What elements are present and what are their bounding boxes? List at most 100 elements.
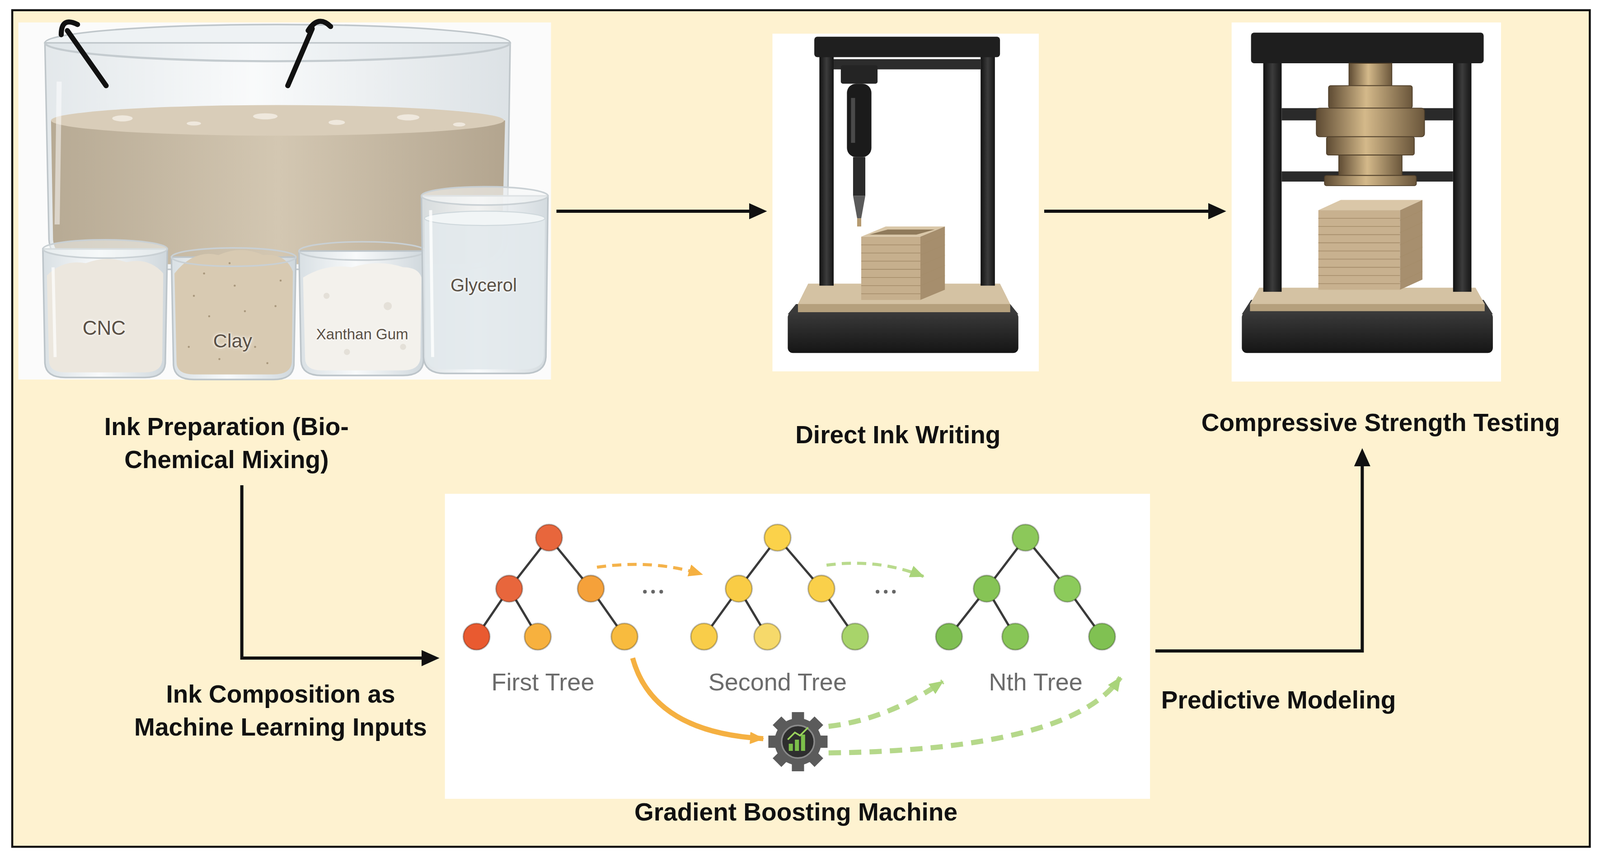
jar-label: Clay <box>174 329 291 353</box>
ingredient-jar: CNC <box>40 236 169 378</box>
tree-node <box>841 623 869 651</box>
compression-tester-drawing <box>1399 271 1423 282</box>
tree-node <box>1054 575 1081 603</box>
printer-drawing <box>850 98 855 143</box>
tree-node <box>935 623 963 651</box>
tree-node <box>1088 623 1116 651</box>
clay-jar-drawing <box>208 315 211 318</box>
compression-tester-drawing <box>1399 234 1423 245</box>
clay-jar-drawing <box>233 284 236 287</box>
boosting-gear-icon <box>768 712 828 772</box>
boosting-gear-icon <box>801 734 806 751</box>
figure-frame <box>12 10 1590 848</box>
ingredient-photo <box>328 119 345 125</box>
flow-arrow <box>241 485 435 659</box>
xanthan-jar-drawing <box>383 301 392 310</box>
clay-jar-drawing <box>228 262 231 265</box>
compression-tester-drawing <box>1251 32 1484 64</box>
ingredient-photo <box>453 122 466 127</box>
ingredient-photo <box>308 21 331 31</box>
ingredient-photo <box>396 114 420 121</box>
tree-node <box>754 623 781 651</box>
tree-node <box>725 575 753 603</box>
gbm-illustration <box>445 493 1150 799</box>
compression-tester-drawing <box>1318 242 1401 244</box>
tree-node <box>690 623 718 651</box>
cnc-jar-drawing <box>42 239 168 259</box>
printer-drawing <box>861 234 945 294</box>
compression-tester-drawing <box>1231 22 1502 382</box>
ellipsis-dots <box>642 590 896 594</box>
boosting-gear-icon <box>788 743 793 751</box>
cnc-jar-drawing <box>42 248 168 378</box>
compression-tester-drawing <box>1399 210 1423 221</box>
ingredient-photo <box>60 22 78 35</box>
clay-jar-drawing <box>192 295 196 298</box>
ingredient-photo <box>67 30 107 86</box>
cnc-jar-drawing <box>42 239 168 378</box>
compression-tester-drawing <box>1318 258 1401 260</box>
printer-drawing <box>861 293 921 295</box>
tree-node <box>535 524 563 552</box>
xanthan-jar-drawing <box>399 343 407 351</box>
printer-drawing <box>814 36 1000 57</box>
printer-drawing <box>920 244 945 256</box>
edge-label: Ink Composition as Machine Learning Inpu… <box>123 677 438 744</box>
printer-drawing <box>920 226 945 301</box>
edge-label-anchor: Ink Composition as Machine Learning Inpu… <box>123 677 438 744</box>
ingredient-jar: Clay <box>170 251 296 381</box>
gbm-illustration <box>445 493 1150 799</box>
glycerol-beaker-drawing <box>424 211 545 226</box>
clay-jar-drawing <box>202 272 206 275</box>
cnc-jar-drawing <box>52 267 56 358</box>
jar-label: Glycerol <box>422 274 545 296</box>
tree-node <box>524 623 552 651</box>
tree-node <box>463 623 490 651</box>
tree-node <box>1012 524 1039 552</box>
ingredient-photo <box>112 113 465 127</box>
compression-tester-drawing <box>1241 312 1493 353</box>
clay-jar-drawing <box>174 249 293 375</box>
printer-drawing <box>861 244 921 246</box>
cnc-jar-drawing <box>46 258 164 373</box>
ingredient-photo <box>18 22 552 380</box>
xanthan-jar-drawing <box>299 241 426 376</box>
boosting-gear-icon <box>768 712 828 772</box>
printer-drawing <box>861 236 921 301</box>
compression-tester-drawing <box>1348 63 1392 86</box>
ingredient-photo <box>56 81 60 225</box>
glycerol-beaker-drawing <box>421 186 549 206</box>
compression-tester-drawing <box>1453 51 1472 292</box>
clay-jar-drawing <box>253 345 257 348</box>
tree-node <box>496 575 523 603</box>
boosting-gear-icon <box>787 727 808 740</box>
printer-drawing <box>797 304 1011 313</box>
printer-drawing <box>920 255 945 266</box>
tree-edges <box>476 537 1103 637</box>
compression-tester-drawing <box>1318 210 1423 284</box>
ingredient-photo-panel: Ink Preparation (Bio-Chemical Mixing)CNC… <box>18 22 552 480</box>
tree-node <box>973 575 1000 603</box>
ingredient-photo <box>112 115 133 122</box>
compression-tester-drawing <box>1318 283 1401 285</box>
clay-jar-drawing <box>279 279 282 282</box>
compression-tester-drawing <box>1318 267 1401 268</box>
tree-label: Second Tree <box>708 667 847 697</box>
ingredient-photo <box>51 105 505 137</box>
glycerol-beaker-drawing <box>421 186 549 374</box>
compression-tester-drawing <box>1318 225 1401 227</box>
printer-drawing <box>772 33 1039 372</box>
compression-tester-drawing <box>1316 107 1425 137</box>
xanthan-jar-drawing <box>299 241 426 261</box>
printer-drawing <box>861 285 921 287</box>
compression-tester-drawing <box>1318 217 1401 219</box>
jar-label: Xanthan Gum <box>303 325 422 344</box>
printer-drawing <box>920 265 945 276</box>
compression-tester-drawing <box>1249 287 1485 305</box>
compression-tester-drawing <box>1328 85 1413 109</box>
boosting-flow-arrow <box>596 564 703 575</box>
clay-jar-drawing <box>274 304 277 308</box>
panel-heading: Direct Ink Writing <box>714 418 1082 452</box>
